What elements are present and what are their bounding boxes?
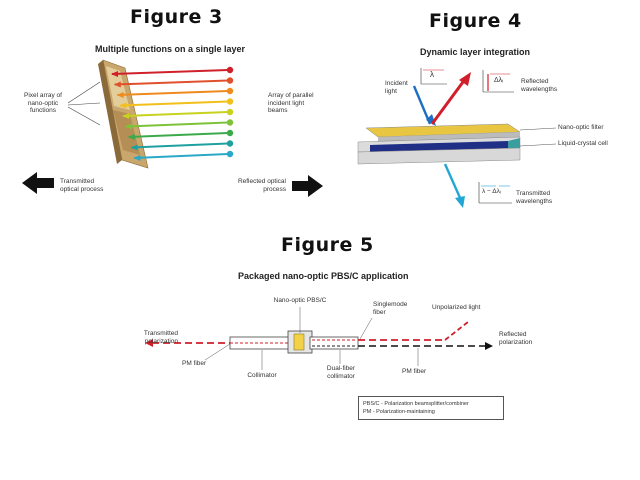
collimator-label: Collimator [247, 372, 277, 379]
incident-beam [120, 100, 229, 107]
incident-beam [123, 111, 229, 117]
beam-arrowhead [130, 144, 138, 151]
nano-optic-pbs-label: Nano-optic PBS/C [273, 297, 327, 304]
transmitted-optical-label: Transmitted optical process [60, 178, 104, 193]
abbreviation-legend: PBS/C - Polarization beamsplitter/combin… [358, 396, 504, 420]
beam-arrowhead [116, 92, 124, 98]
nano-optic-filter-label: Nano-optic filter [558, 124, 604, 131]
right-big-arrow [292, 175, 323, 197]
beam-source-dot [226, 119, 234, 126]
beam-arrowhead [127, 134, 135, 140]
beam-arrowhead [122, 113, 130, 119]
beam-source-dot [226, 108, 234, 116]
figure5-title: Figure 5 [281, 234, 374, 256]
incident-beam [131, 142, 229, 149]
transmitted-wavelengths-label: Transmitted wavelengths [516, 190, 553, 205]
beam-arrowhead [125, 123, 132, 130]
beam-source-dot [226, 140, 234, 147]
reflected-optical-label: Reflected optical process [237, 178, 286, 193]
legend-line-pbsc: PBS/C - Polarization beamsplitter/combin… [363, 401, 469, 407]
incident-beam [134, 153, 229, 159]
incident-beam [128, 132, 229, 138]
incident-beam [114, 79, 229, 86]
incident-beam [125, 121, 229, 128]
incident-beam [117, 90, 229, 96]
reflected-wavelengths-label: Reflected wavelengths [521, 78, 558, 93]
beam-arrowhead [133, 155, 141, 161]
beam-source-dot [226, 150, 234, 158]
figure5-subtitle: Packaged nano-optic PBS/C application [238, 271, 409, 281]
transmitted-polarization-label: Transmitted polarization [143, 330, 178, 345]
singlemode-fiber-label: Singlemode fiber [373, 301, 408, 316]
beam-arrowhead [119, 102, 127, 109]
pixel-array-pointers [67, 81, 101, 126]
incident-light-label: Incident light [385, 80, 408, 95]
beam-arrowhead [111, 71, 118, 77]
transmitted-spectrum-plot [478, 182, 512, 204]
lambda-minus-symbol: λ − Δλᵢ [482, 188, 501, 195]
beam-source-dot [226, 87, 234, 95]
legend-line-pm: PM - Polarization-maintaining [363, 409, 435, 415]
beam-source-dot [226, 129, 234, 137]
figure4-title: Figure 4 [429, 10, 522, 32]
reflected-spectrum-plot [482, 70, 514, 93]
dual-fiber-collimator-label: Dual-fiber collimator [326, 365, 356, 380]
parallel-beams-label: Array of parallel incident light beams [268, 92, 314, 114]
pm-fiber-right-label: PM fiber [402, 368, 427, 375]
lambda-symbol: λ [430, 70, 434, 79]
delta-lambda-symbol: Δλᵢ [494, 77, 504, 84]
left-big-arrow [22, 172, 54, 194]
liquid-crystal-cell-label: Liquid-crystal cell [558, 140, 608, 147]
pixel-array-label: Pixel array of nano-optic functions [24, 92, 62, 114]
reflected-polarization-label: Reflected polarization [499, 331, 533, 346]
beam-arrowhead [113, 81, 121, 88]
beam-source-dot [226, 66, 234, 74]
figure3-title: Figure 3 [130, 6, 223, 28]
liquid-crystal-cell [357, 123, 521, 165]
incident-spectrum-plot [420, 68, 447, 85]
pm-fiber-left-label: PM fiber [182, 360, 207, 367]
figure4-subtitle: Dynamic layer integration [420, 47, 531, 57]
figure3-subtitle: Multiple functions on a single layer [95, 44, 246, 54]
incident-beam [111, 69, 229, 75]
pixel-array-panel [98, 59, 149, 169]
beam-source-dot [226, 98, 234, 105]
incident-beam-array [111, 66, 234, 161]
unpolarized-light-label: Unpolarized light [432, 304, 481, 311]
beam-source-dot [226, 77, 234, 84]
